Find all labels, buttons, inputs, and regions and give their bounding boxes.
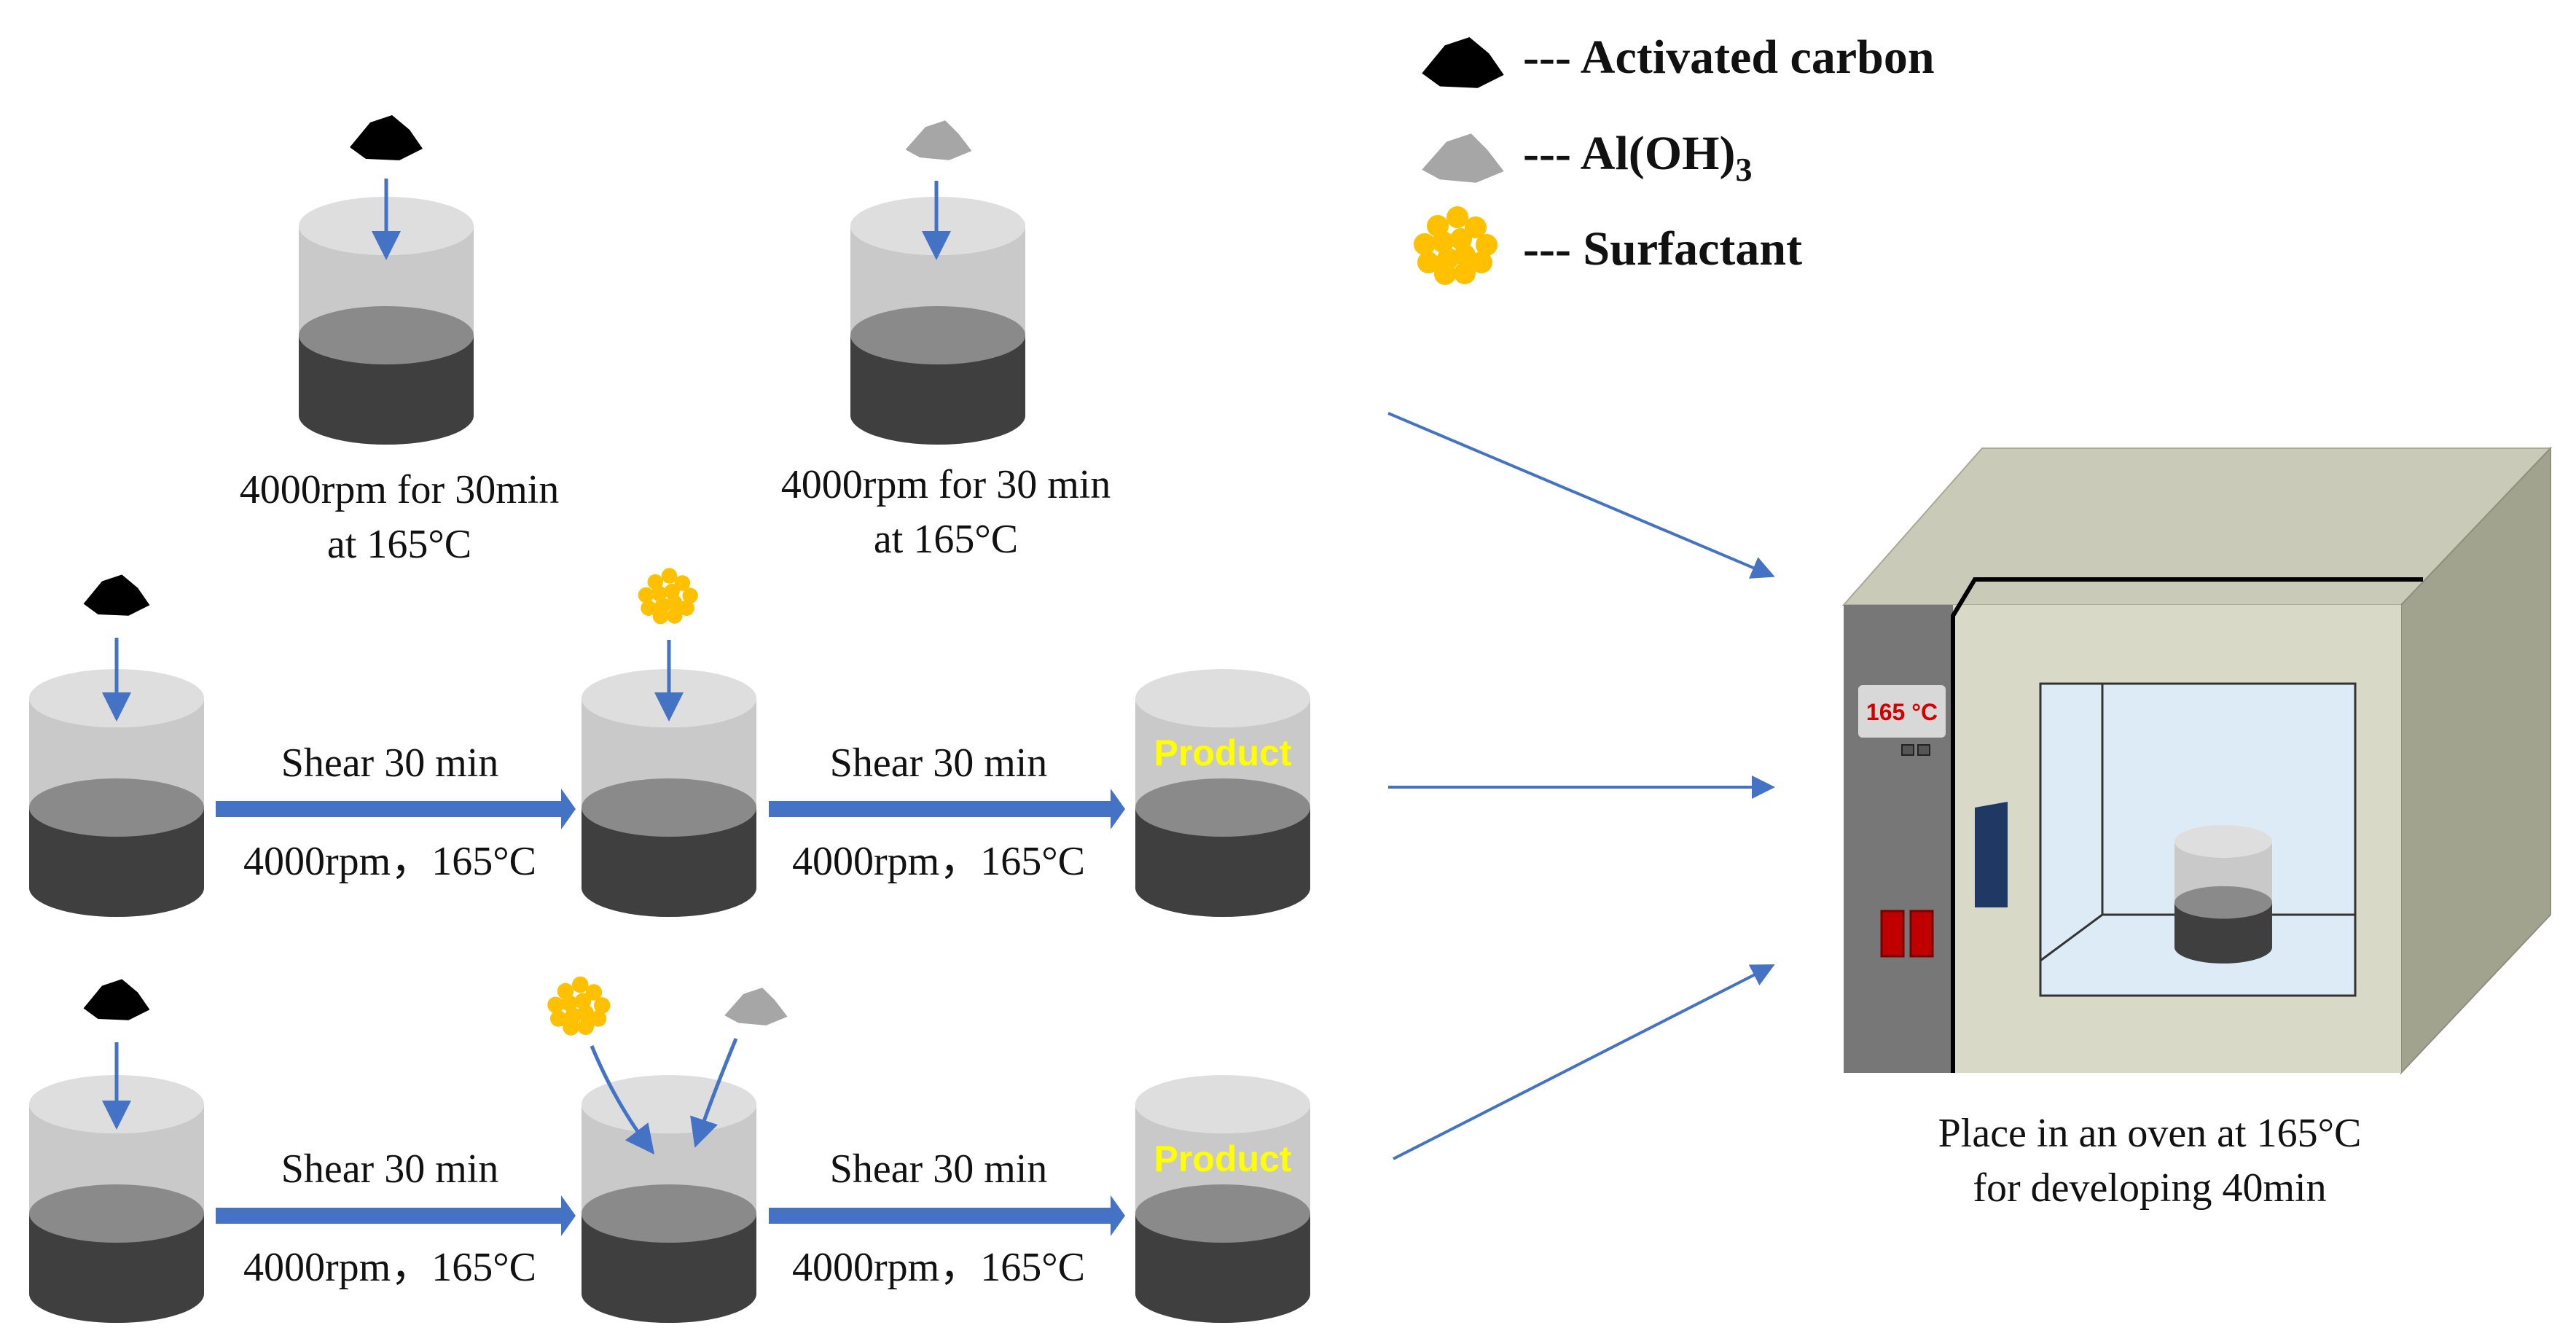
shear-arrow-head [561, 789, 576, 829]
product-label: Product [1154, 1138, 1292, 1179]
door-handle [1975, 802, 2008, 907]
product-beaker [1135, 669, 1310, 917]
door-outline [1951, 577, 2423, 1073]
legend-aloh3: --- Al(OH)3 [1523, 127, 1752, 188]
temperature-display-text: 165 °C [1866, 699, 1938, 725]
row1-right-caption-line2: at 165°C [874, 517, 1018, 562]
row3-step1-conditions: 4000rpm，165°C [243, 1245, 536, 1290]
oven-caption-line2: for developing 40min [1973, 1165, 2326, 1211]
power-switch [1880, 910, 1905, 958]
surfactant-drop-arrow [590, 1045, 655, 1154]
row-3: Shear 30 min 4000rpm，165°C Shear 30 min … [29, 976, 1310, 1323]
shear-arrow-head [1111, 789, 1125, 829]
legend-aloh3-prefix: --- Al(OH) [1523, 127, 1735, 180]
legend-activated-carbon: --- Activated carbon [1523, 31, 1935, 84]
row2-step2-conditions: 4000rpm，165°C [792, 839, 1085, 884]
legend-surfactant: --- Surfactant [1523, 222, 1802, 276]
row1-to-oven-arrow [1387, 412, 1775, 579]
product-label: Product [1154, 732, 1292, 773]
connector-arrows [1387, 412, 1775, 1160]
row2-step1-label: Shear 30 min [281, 741, 499, 786]
activated-carbon-icon [83, 574, 150, 616]
surfactant-icon [638, 568, 698, 625]
aloh3-legend-icon [1422, 133, 1504, 183]
power-switch [1909, 910, 1934, 958]
oven-caption-line1: Place in an oven at 165°C [1938, 1111, 2362, 1156]
row3-step2-label: Shear 30 min [830, 1146, 1048, 1192]
shear-arrow-head [561, 1195, 576, 1236]
row1-right-caption-line1: 4000rpm for 30 min [781, 462, 1111, 507]
aloh3-drop-arrow [690, 1038, 738, 1148]
row1-left-caption-line1: 4000rpm for 30min [240, 467, 560, 512]
row2-step2-label: Shear 30 min [830, 741, 1048, 786]
legend-aloh3-subscript: 3 [1735, 151, 1752, 188]
small-button [1917, 744, 1930, 756]
row1-left-caption-line2: at 165°C [327, 522, 471, 567]
control-panel [1844, 605, 1953, 1073]
row3-step1-label: Shear 30 min [281, 1146, 499, 1192]
row3-to-oven-arrow [1393, 964, 1775, 1160]
oven: 165 °C [1841, 446, 2553, 1075]
aloh3-icon [905, 120, 972, 160]
surfactant-icon [547, 976, 611, 1036]
activated-carbon-icon [350, 115, 423, 160]
row-2: Shear 30 min 4000rpm，165°C Shear 30 min … [29, 568, 1310, 917]
small-button [1901, 744, 1914, 756]
row2-step1-conditions: 4000rpm，165°C [243, 839, 536, 884]
row-1: 4000rpm for 30min at 165°C 4000rpm for 3… [240, 115, 1111, 567]
product-beaker [1135, 1075, 1310, 1323]
legend: --- Activated carbon --- Al(OH)3 --- Sur… [1414, 31, 1935, 285]
temperature-display [1858, 685, 1946, 738]
beaker [582, 1075, 756, 1323]
beaker-in-oven [2174, 825, 2272, 964]
surfactant-legend-icon [1414, 206, 1498, 285]
activated-carbon-legend-icon [1422, 37, 1504, 88]
row3-step2-conditions: 4000rpm，165°C [792, 1245, 1085, 1290]
shear-arrow-head [1111, 1195, 1125, 1236]
activated-carbon-icon [83, 979, 150, 1020]
aloh3-icon [724, 988, 788, 1025]
